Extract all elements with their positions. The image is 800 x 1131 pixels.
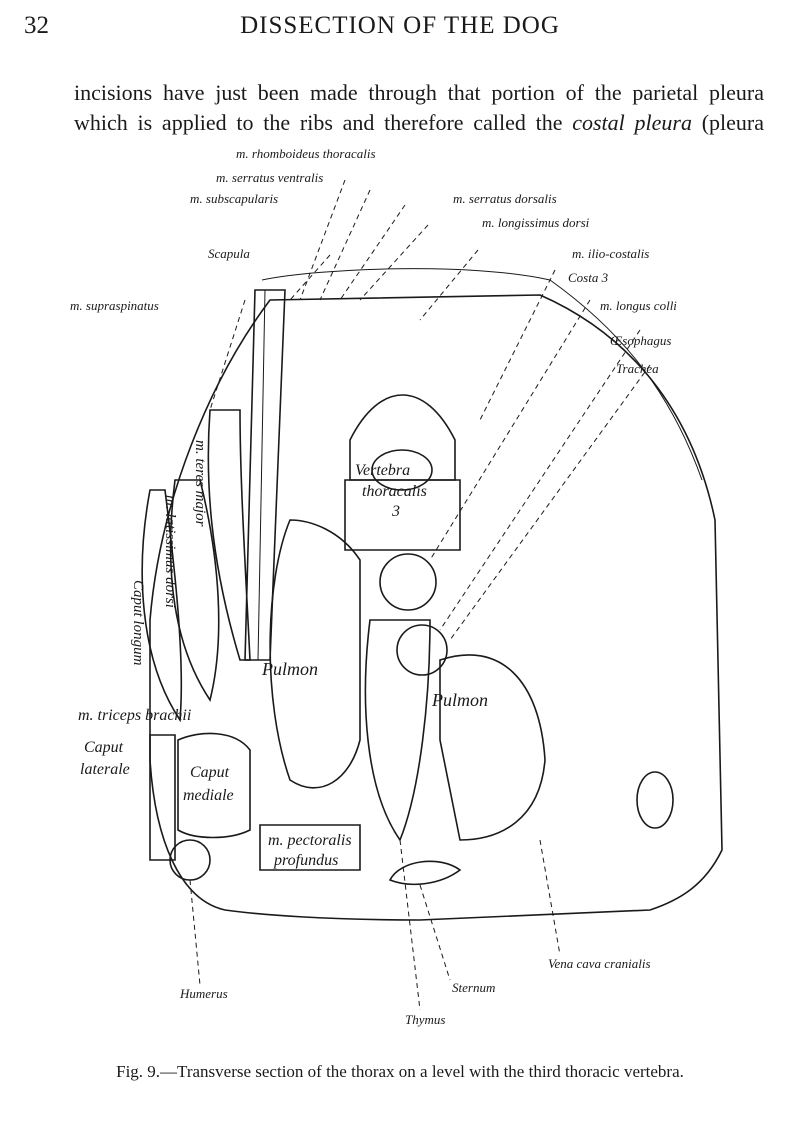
body-text-part1: incisions have just been made through th… [74, 80, 764, 135]
label-pulmon-left: Pulmon [261, 659, 318, 679]
label-caput-mediale-1: Caput [190, 764, 230, 781]
leader-line [449, 364, 651, 641]
body-outline [149, 294, 723, 921]
label-rhomboideus: m. rhomboideus thoracalis [236, 146, 376, 161]
pectoralis-shape [259, 824, 361, 871]
vertebra-arch [349, 394, 456, 481]
label-oesophagus: Œsophagus [610, 333, 671, 348]
label-serratus-dorsalis: m. serratus dorsalis [453, 191, 557, 206]
trachea-lumen [396, 624, 448, 676]
label-longus-colli: m. longus colli [600, 298, 677, 313]
left-lung [269, 519, 361, 789]
leader-line [299, 179, 346, 301]
leader-line [339, 204, 406, 301]
label-costa: Costa 3 [568, 270, 609, 285]
thorax-section-drawing: m. rhomboideus thoracalis m. serratus ve… [70, 146, 723, 1027]
label-humerus: Humerus [179, 986, 228, 1001]
running-head: DISSECTION OF THE DOG [240, 12, 560, 39]
label-caput-laterale-2: laterale [80, 761, 130, 778]
label-scapula: Scapula [208, 246, 250, 261]
body-text-part2: (pleura [691, 110, 764, 135]
label-pectoralis-1: m. pectoralis [268, 832, 352, 849]
label-trachea: Trachea [616, 361, 659, 376]
label-serratus-ventralis: m. serratus ventralis [216, 170, 323, 185]
label-caput-mediale-2: mediale [183, 787, 234, 804]
leader-line [419, 249, 479, 321]
label-triceps: m. triceps brachii [78, 707, 191, 724]
sternum-shape [388, 860, 462, 886]
spinal-canal [371, 449, 433, 491]
label-pectoralis-2: profundus [273, 852, 338, 869]
label-supraspinatus: m. supraspinatus [70, 298, 159, 313]
leader-line [359, 224, 429, 301]
leader-line [429, 299, 591, 561]
right-lung [439, 654, 546, 841]
scapula-shape [244, 289, 286, 661]
label-thymus: Thymus [405, 1012, 445, 1027]
label-vena-cava: Vena cava cranialis [548, 956, 651, 971]
label-sternum: Sternum [452, 980, 495, 995]
caput-mediale-shape [177, 732, 251, 839]
label-vertebra-1: Vertebra [355, 462, 410, 479]
label-longissimus: m. longissimus dorsi [482, 215, 590, 230]
latissimus-muscle [169, 479, 220, 702]
figure-caption: Fig. 9.—Transverse section of the thorax… [116, 1062, 684, 1081]
body-paragraph: incisions have just been made through th… [74, 78, 764, 138]
leader-line [479, 269, 556, 421]
leader-line [539, 839, 561, 956]
leader-line [399, 839, 421, 1011]
label-vertebra-3: 3 [391, 503, 400, 520]
leader-line [209, 299, 246, 411]
label-vertebra-2: thoracalis [362, 483, 427, 500]
humerus-bone [169, 839, 211, 881]
label-pulmon-right: Pulmon [431, 690, 488, 710]
oesophagus-lumen [379, 553, 437, 611]
label-teres-major: m. teres major [192, 440, 208, 527]
scapula-spine [257, 289, 266, 661]
leader-line [439, 329, 641, 631]
body-text-italic: costal pleura [572, 110, 692, 135]
label-subscapularis: m. subscapularis [190, 191, 278, 206]
vena-cava-outline [636, 771, 674, 829]
label-caput-longum: Caput longum [130, 580, 146, 666]
leader-line [419, 884, 451, 981]
caput-laterale-shape [149, 734, 176, 861]
label-caput-laterale-1: Caput [84, 739, 124, 756]
leader-line [319, 189, 371, 301]
page-number: 32 [24, 12, 49, 39]
label-iliocostalis: m. ilio-costalis [572, 246, 649, 261]
teres-major-muscle [207, 409, 251, 661]
leader-line [189, 879, 201, 986]
caput-longum-muscle [141, 489, 183, 723]
anatomical-figure: m. rhomboideus thoracalis m. serratus ve… [0, 140, 800, 1060]
label-latissimus: m. latissimus dorsi [162, 495, 178, 608]
leader-line [289, 254, 331, 301]
